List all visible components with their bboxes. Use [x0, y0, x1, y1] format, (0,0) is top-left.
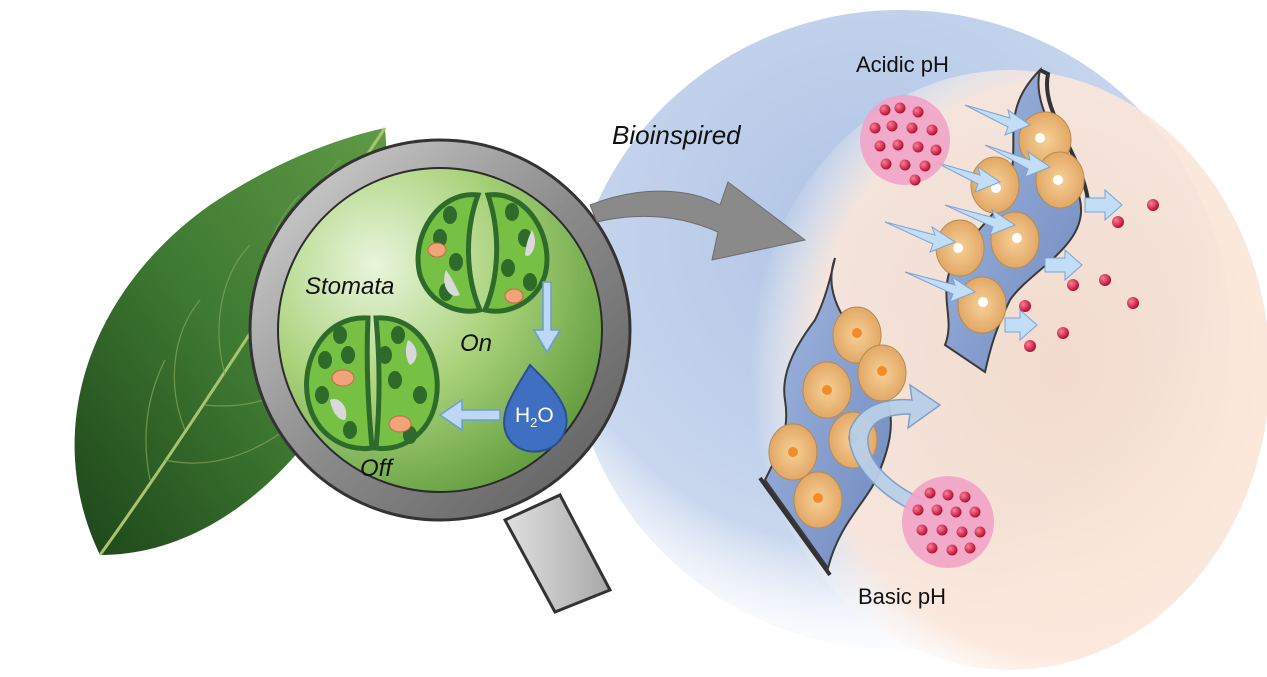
- basic-membrane: [758, 257, 907, 577]
- acidic-ion-bubble: [860, 95, 950, 186]
- curved-arrow-icon: [589, 181, 807, 261]
- released-ions: [1019, 199, 1159, 352]
- bioinspired-label: Bioinspired: [612, 120, 741, 150]
- acidic-flow-arrows: [884, 104, 1123, 342]
- magnifier-handle: [502, 493, 613, 614]
- stomata-label: Stomata: [305, 273, 395, 300]
- stomata-open: [415, 192, 550, 314]
- water-label: H2O: [515, 404, 554, 431]
- basic-ph-label: Basic pH: [858, 584, 947, 609]
- acidic-ph-label: Acidic pH: [856, 52, 949, 77]
- basic-pores: [768, 306, 907, 529]
- guard-cell-left: [415, 192, 484, 314]
- left-arrow: [438, 398, 501, 432]
- off-label: Off: [360, 455, 393, 482]
- down-arrow: [532, 281, 562, 354]
- stomata-cycle-arrows: [438, 281, 562, 432]
- basic-ion-bubble: [902, 476, 994, 568]
- water-drop-icon: [503, 363, 568, 453]
- stomata-closed: [304, 315, 440, 452]
- on-label: On: [460, 330, 493, 357]
- peach-background-blob: [750, 70, 1267, 670]
- blocked-flow-arrow: [848, 383, 942, 513]
